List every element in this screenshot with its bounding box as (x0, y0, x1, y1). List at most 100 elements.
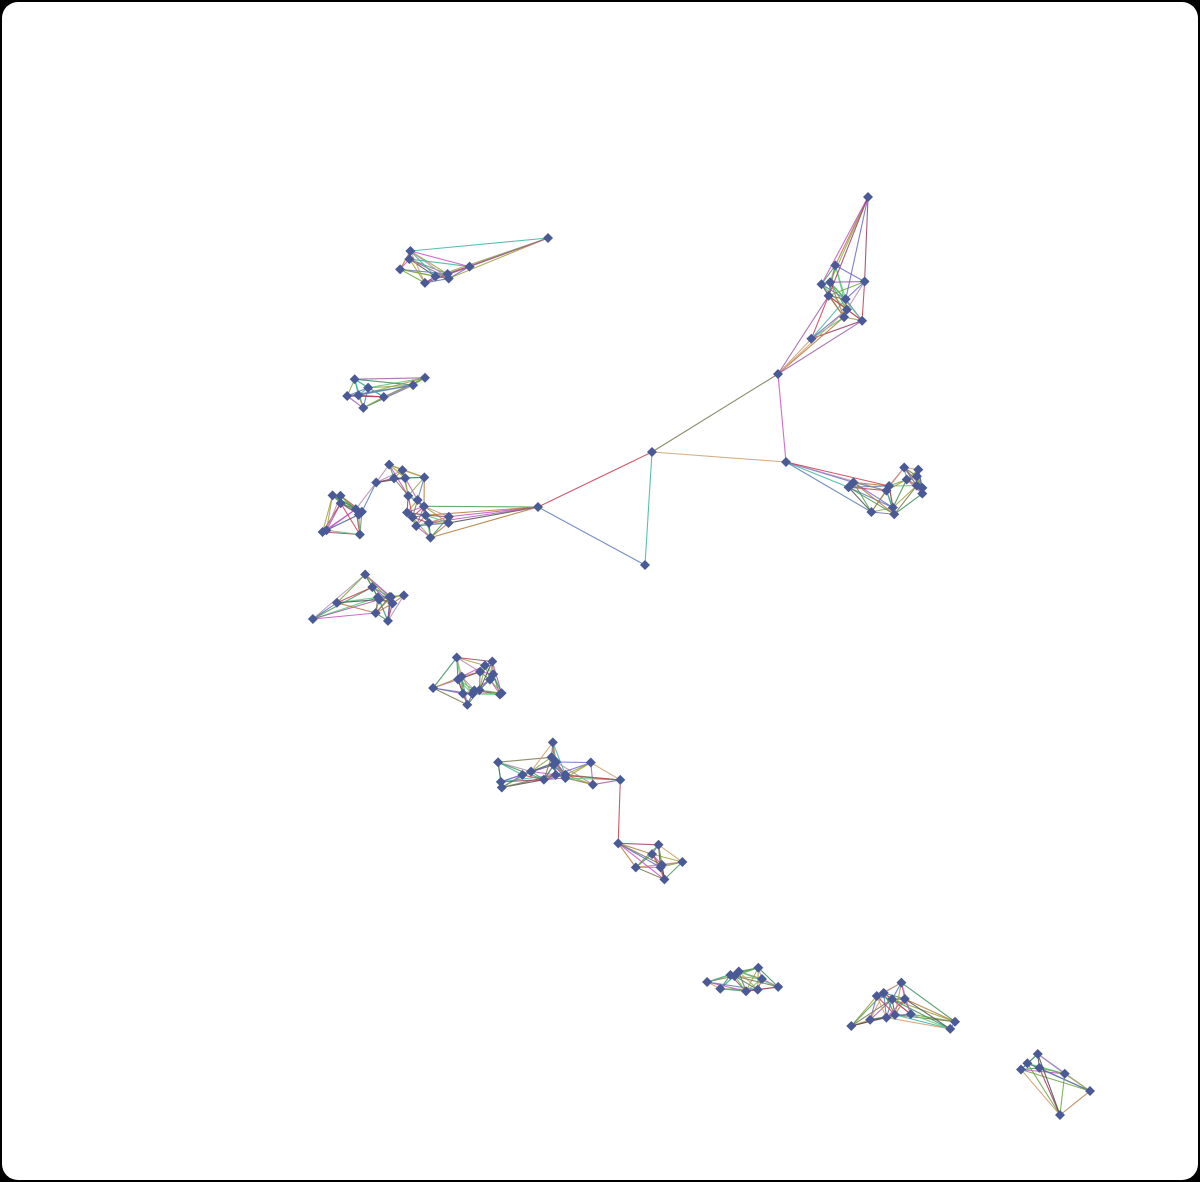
graph-node[interactable] (816, 279, 827, 290)
graph-node[interactable] (945, 1023, 956, 1034)
graph-node[interactable] (677, 857, 688, 868)
graph-node[interactable] (428, 683, 439, 694)
graph-node[interactable] (781, 457, 791, 467)
graph-node[interactable] (911, 471, 922, 482)
graph-node[interactable] (917, 482, 928, 493)
graph-node[interactable] (423, 517, 434, 528)
graph-node[interactable] (405, 246, 416, 257)
graph-node[interactable] (859, 276, 870, 287)
graph-node[interactable] (585, 757, 596, 768)
graph-node[interactable] (560, 769, 571, 780)
graph-node[interactable] (464, 261, 475, 272)
graph-node[interactable] (839, 312, 850, 323)
graph-node[interactable] (331, 597, 342, 608)
graph-node[interactable] (613, 838, 624, 849)
graph-node[interactable] (548, 759, 559, 770)
graph-node[interactable] (403, 490, 414, 501)
graph-node[interactable] (456, 671, 467, 682)
graph-node[interactable] (484, 674, 495, 685)
graph-node[interactable] (307, 613, 318, 624)
graph-node[interactable] (887, 994, 898, 1005)
graph-node[interactable] (848, 477, 859, 488)
graph-node[interactable] (419, 472, 430, 483)
graph-node[interactable] (647, 447, 657, 457)
graph-node[interactable] (825, 277, 836, 288)
graph-node[interactable] (354, 529, 365, 540)
graph-node[interactable] (865, 1014, 876, 1025)
graph-node[interactable] (656, 859, 667, 870)
graph-node[interactable] (419, 277, 430, 288)
graph-node[interactable] (462, 699, 473, 710)
graph-node[interactable] (715, 983, 726, 994)
graph-node[interactable] (353, 390, 364, 401)
graph-node[interactable] (1059, 1068, 1070, 1079)
graph-node[interactable] (753, 962, 764, 973)
graph-node[interactable] (543, 233, 553, 243)
graph-node[interactable] (538, 774, 549, 785)
graph-node[interactable] (398, 590, 409, 601)
graph-node[interactable] (443, 517, 454, 528)
graph-node[interactable] (752, 984, 763, 995)
graph-node[interactable] (475, 666, 486, 677)
graph-node[interactable] (321, 525, 332, 536)
graph-node[interactable] (857, 315, 868, 326)
graph-node[interactable] (395, 264, 406, 275)
graph-node[interactable] (901, 474, 912, 485)
graph-node[interactable] (773, 981, 784, 992)
graph-node[interactable] (881, 485, 892, 496)
graph-node[interactable] (866, 506, 877, 517)
graph-node[interactable] (327, 490, 338, 501)
graph-node[interactable] (457, 688, 468, 699)
graph-node[interactable] (823, 290, 834, 301)
graph-node[interactable] (733, 966, 744, 977)
graph-node[interactable] (741, 986, 752, 997)
graph-node[interactable] (756, 973, 767, 984)
graph-node[interactable] (411, 521, 422, 532)
graph-node[interactable] (384, 459, 395, 470)
graph-node[interactable] (841, 304, 852, 315)
graph-node[interactable] (547, 737, 558, 748)
graph-node[interactable] (358, 402, 369, 413)
graph-node[interactable] (382, 615, 393, 626)
graph-node[interactable] (495, 776, 506, 787)
graph-node[interactable] (863, 192, 873, 202)
graph-node[interactable] (896, 977, 907, 988)
graph-node[interactable] (899, 462, 910, 473)
graph-node[interactable] (702, 977, 713, 988)
graph-node[interactable] (430, 271, 441, 282)
graph-node[interactable] (1055, 1110, 1065, 1120)
graph-node[interactable] (899, 993, 910, 1004)
graph-node[interactable] (487, 656, 498, 667)
graph-node[interactable] (615, 774, 626, 785)
graph-node[interactable] (425, 532, 436, 543)
graph-node[interactable] (889, 1009, 900, 1020)
graph-node[interactable] (402, 507, 413, 518)
graph-node[interactable] (526, 766, 537, 777)
graph-node[interactable] (653, 839, 664, 850)
graph-node[interactable] (950, 1016, 961, 1027)
graph-node[interactable] (496, 688, 507, 699)
graph-node[interactable] (372, 592, 383, 603)
graph-node[interactable] (1032, 1048, 1043, 1059)
graph-node[interactable] (493, 757, 504, 768)
graph-node[interactable] (640, 560, 650, 570)
graph-node[interactable] (412, 495, 423, 506)
graph-node[interactable] (474, 685, 485, 696)
graph-node[interactable] (443, 511, 454, 522)
graph-node[interactable] (773, 369, 783, 379)
graph-node[interactable] (420, 510, 431, 521)
graph-node[interactable] (400, 473, 411, 484)
graph-node[interactable] (353, 509, 364, 520)
graph-node[interactable] (546, 752, 557, 763)
graph-node[interactable] (913, 464, 924, 475)
graph-node[interactable] (630, 862, 641, 873)
graph-node[interactable] (550, 769, 561, 780)
graph-node[interactable] (443, 273, 454, 284)
graph-node[interactable] (408, 380, 419, 391)
graph-node[interactable] (1034, 1062, 1045, 1073)
graph-node[interactable] (1015, 1064, 1026, 1075)
graph-node[interactable] (878, 987, 889, 998)
graph-node[interactable] (378, 391, 389, 402)
graph-node[interactable] (647, 849, 658, 860)
graph-node[interactable] (384, 592, 395, 603)
